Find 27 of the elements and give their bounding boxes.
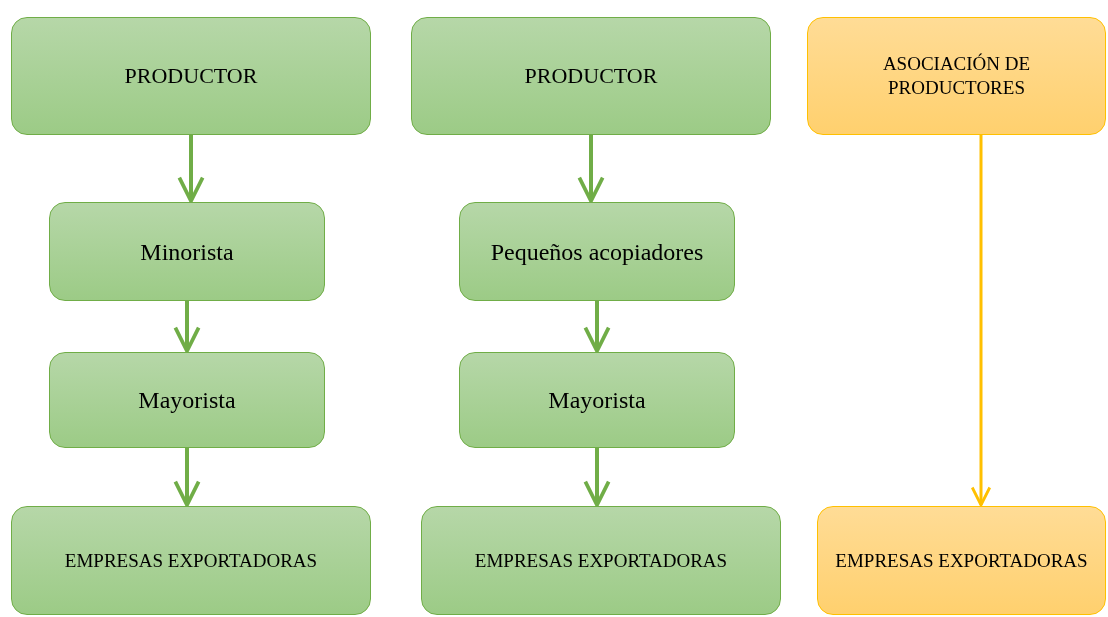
node-label: EMPRESAS EXPORTADORAS — [474, 548, 728, 573]
node-label: PRODUCTOR — [124, 62, 258, 90]
arrow — [577, 135, 605, 203]
node-label: ASOCIACIÓN DE PRODUCTORES — [881, 52, 1032, 100]
process-box — [11, 506, 371, 615]
process-box — [459, 202, 735, 301]
process-box — [421, 506, 781, 615]
process-box — [817, 506, 1106, 615]
process-box — [411, 17, 771, 135]
process-box — [11, 17, 371, 135]
node-label: EMPRESAS EXPORTADORAS — [835, 548, 1088, 573]
node-label: Minorista — [140, 237, 234, 267]
arrow — [173, 448, 201, 507]
node-label: PRODUCTOR — [524, 62, 658, 90]
node-label: Pequeños acopiadores — [490, 237, 704, 267]
process-box — [49, 202, 325, 301]
node-label: Mayorista — [138, 386, 236, 415]
process-box — [807, 17, 1106, 135]
arrow — [583, 301, 611, 353]
process-box — [49, 352, 325, 448]
arrow — [970, 135, 992, 507]
arrow — [177, 135, 205, 203]
arrow — [583, 448, 611, 507]
arrow — [173, 301, 201, 353]
node-label: EMPRESAS EXPORTADORAS — [64, 548, 318, 573]
process-box — [459, 352, 735, 448]
node-label: Mayorista — [548, 386, 646, 415]
